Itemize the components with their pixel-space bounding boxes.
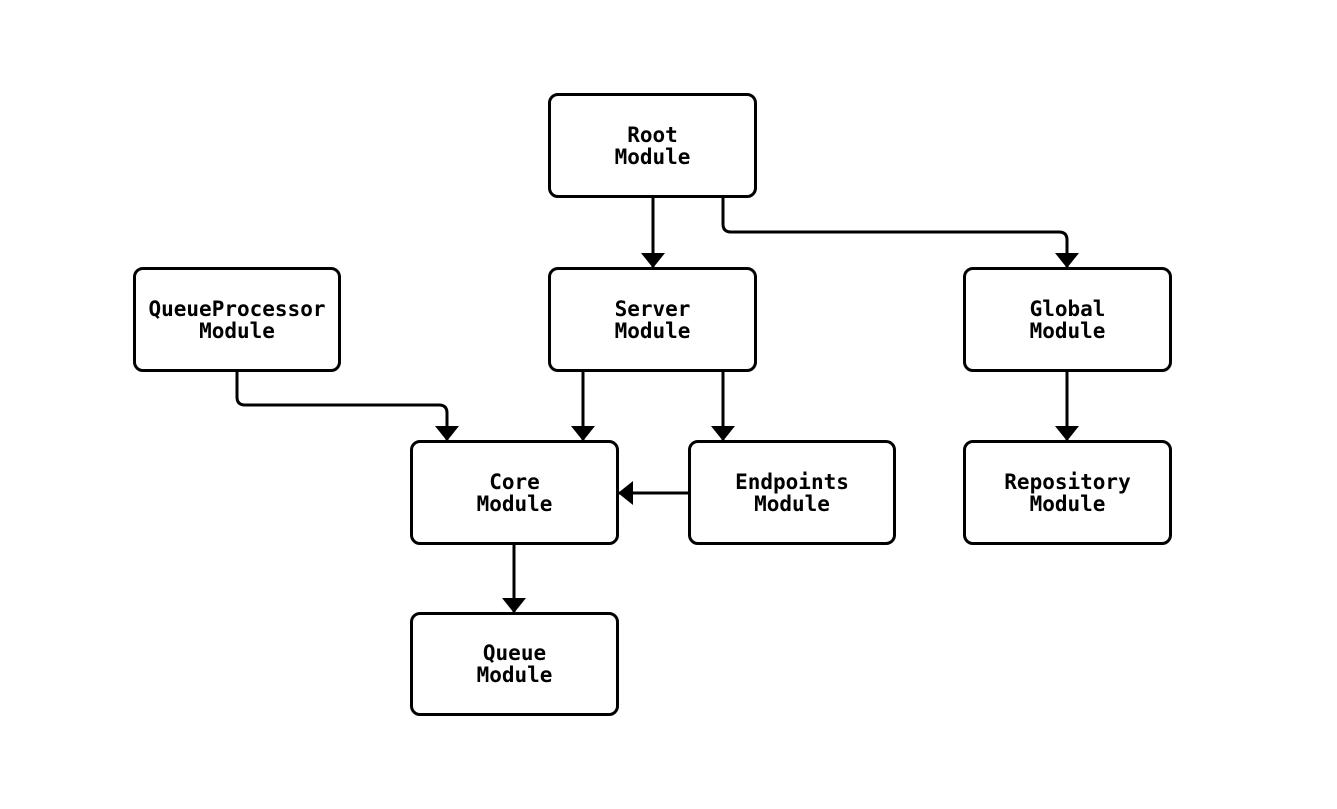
node-label: Core bbox=[489, 469, 540, 494]
node-label: QueueProcessor bbox=[148, 296, 326, 321]
node-label: Module bbox=[614, 318, 691, 343]
node-repository-module: Repository Module bbox=[963, 440, 1172, 545]
node-label: Module bbox=[754, 491, 830, 516]
edge-root-to-global bbox=[721, 198, 1079, 268]
node-queue-module: Queue Module bbox=[410, 612, 619, 716]
node-label: Global bbox=[1029, 296, 1106, 321]
node-label: Module bbox=[614, 144, 691, 169]
node-label: Module bbox=[199, 318, 275, 343]
node-label: Endpoints bbox=[735, 469, 849, 494]
node-root-module: Root Module bbox=[548, 93, 757, 198]
node-label: Root bbox=[627, 122, 678, 147]
node-label: Queue bbox=[482, 641, 547, 665]
node-label: Module bbox=[476, 491, 553, 516]
node-label: Module bbox=[476, 663, 553, 687]
node-label: Module bbox=[1029, 491, 1106, 516]
node-core-module: Core Module bbox=[410, 440, 619, 545]
node-label: Repository bbox=[1004, 469, 1131, 494]
node-global-module: Global Module bbox=[963, 267, 1172, 372]
node-label: Server bbox=[614, 296, 691, 321]
node-server-module: Server Module bbox=[548, 267, 757, 372]
edge-queueprocessor-to-core bbox=[235, 372, 459, 441]
node-endpoints-module: Endpoints Module bbox=[688, 440, 896, 545]
node-label: Module bbox=[1029, 318, 1106, 343]
node-queueprocessor-module: QueueProcessor Module bbox=[133, 267, 341, 372]
